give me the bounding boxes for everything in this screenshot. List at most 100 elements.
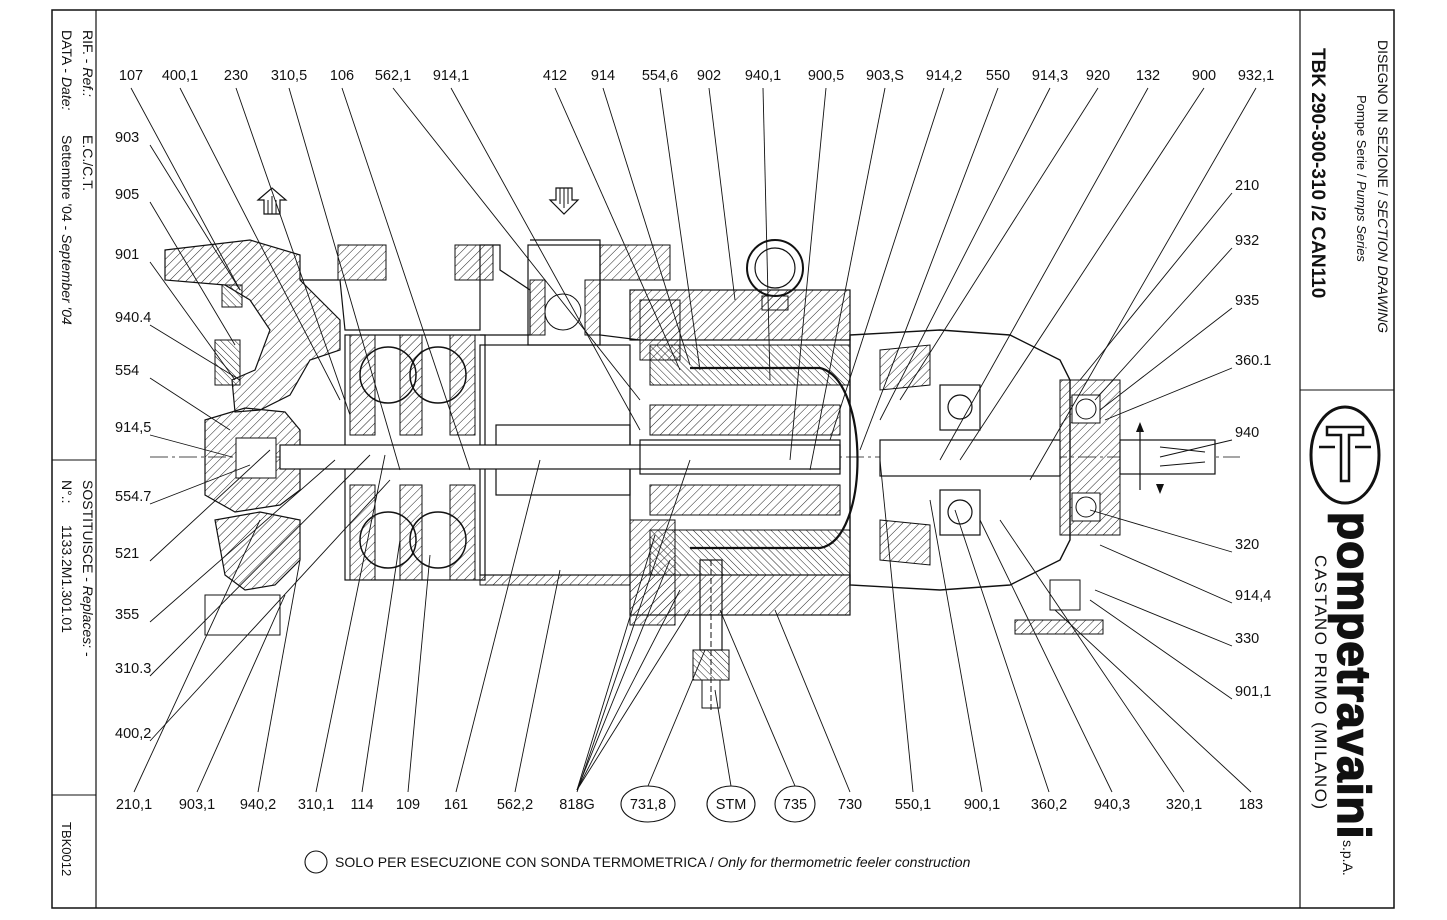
part-label-bottom: 360,2 xyxy=(1031,797,1067,813)
leader-line xyxy=(149,201,236,346)
leader-line xyxy=(315,454,386,793)
leader-line xyxy=(999,519,1185,793)
part-label-top: 902 xyxy=(697,68,721,84)
leader-line xyxy=(659,87,701,371)
company-logo xyxy=(1309,405,1381,505)
leader-line xyxy=(576,459,691,793)
leader-line xyxy=(149,261,236,381)
part-label-top: 107 xyxy=(119,68,143,84)
part-label-left: 521 xyxy=(115,546,139,562)
leader-line xyxy=(576,534,656,791)
part-label-top: 914,3 xyxy=(1032,68,1068,84)
leader-line xyxy=(257,559,301,793)
part-label-left: 903 xyxy=(115,130,139,146)
leader-line xyxy=(196,594,286,793)
magnetic-coupling xyxy=(629,289,859,626)
part-label-top: 132 xyxy=(1136,68,1160,84)
leader-line xyxy=(879,87,1051,421)
drawing-type: DISEGNO IN SEZIONE / SECTION DRAWING xyxy=(1375,40,1391,333)
leader-line xyxy=(361,539,401,793)
leader-line xyxy=(959,87,1205,461)
part-label-left: 940.4 xyxy=(115,310,151,326)
leader-line xyxy=(288,87,401,471)
leader-line xyxy=(1104,367,1233,421)
part-label-top: 230 xyxy=(224,68,248,84)
part-label-bottom: 940,3 xyxy=(1094,797,1130,813)
flow-arrow-icon xyxy=(548,187,580,215)
date-value: Settembre '04 - September '04 xyxy=(59,135,75,325)
leader-line xyxy=(708,87,736,301)
leader-line xyxy=(576,609,691,791)
leader-line xyxy=(879,459,914,793)
leader-line xyxy=(514,569,561,793)
leader-line xyxy=(392,87,641,401)
leader-line xyxy=(954,509,1050,793)
leader-line xyxy=(576,559,671,791)
part-label-top: 900,5 xyxy=(808,68,844,84)
leader-line xyxy=(1094,247,1233,401)
leader-line xyxy=(149,144,241,291)
circle-731-8 xyxy=(620,785,676,823)
leader-line xyxy=(149,479,391,742)
leader-line xyxy=(719,609,796,787)
leader-line xyxy=(554,87,681,371)
part-label-top: 914,2 xyxy=(926,68,962,84)
leader-line xyxy=(774,609,851,793)
leader-line xyxy=(602,87,691,366)
part-label-bottom: 183 xyxy=(1239,797,1263,813)
leader-line xyxy=(133,519,261,793)
part-label-right: 914,4 xyxy=(1235,588,1271,604)
flow-arrow-icon xyxy=(256,187,288,215)
part-label-top: 914,1 xyxy=(433,68,469,84)
leader-line xyxy=(130,87,241,291)
leader-line xyxy=(179,87,341,401)
replaces-label: SOSTITUISCE - Replaces: - xyxy=(80,480,96,657)
part-label-bottom: STM xyxy=(716,797,747,813)
leader-line xyxy=(149,464,251,505)
leader-line xyxy=(929,499,983,793)
leader-line xyxy=(407,554,431,793)
circle-stm xyxy=(706,785,756,823)
ref-label: RIF. - Ref.: xyxy=(80,30,96,97)
leader-line xyxy=(762,87,771,381)
part-label-bottom: 562,2 xyxy=(497,797,533,813)
part-label-left: 310.3 xyxy=(115,661,151,677)
impeller-stages xyxy=(344,334,486,581)
part-label-left: 400,2 xyxy=(115,726,151,742)
leader-line xyxy=(1094,589,1233,647)
part-label-right: 360.1 xyxy=(1235,353,1271,369)
leader-line xyxy=(859,87,999,451)
part-label-left: 355 xyxy=(115,607,139,623)
leader-line xyxy=(576,589,681,791)
part-label-top: 900 xyxy=(1192,68,1216,84)
part-label-left: 905 xyxy=(115,187,139,203)
leader-line xyxy=(1099,544,1233,604)
drawing-code: TBK0012 xyxy=(59,822,74,876)
leader-line xyxy=(1029,87,1257,481)
footnote-circle-icon xyxy=(304,850,328,874)
part-label-bottom: 550,1 xyxy=(895,797,931,813)
part-label-bottom: 210,1 xyxy=(116,797,152,813)
part-label-right: 940 xyxy=(1235,425,1259,441)
leader-line xyxy=(1079,192,1233,381)
leader-line xyxy=(809,87,886,471)
part-label-top: 554,6 xyxy=(642,68,678,84)
leader-line xyxy=(1054,609,1252,793)
leader-line xyxy=(1089,509,1233,553)
brand-name: pompetravaini xyxy=(1328,512,1380,839)
part-label-top: 903,S xyxy=(866,68,904,84)
part-label-right: 901,1 xyxy=(1235,684,1271,700)
leader-line xyxy=(939,87,1149,461)
part-label-top: 562,1 xyxy=(375,68,411,84)
part-label-bottom: 114 xyxy=(350,797,373,813)
date-label: DATA - Date: xyxy=(59,30,75,111)
leader-line xyxy=(450,87,641,431)
leader-line xyxy=(829,87,945,441)
part-label-bottom: 903,1 xyxy=(179,797,215,813)
circle-735 xyxy=(774,785,816,823)
part-label-right: 330 xyxy=(1235,631,1259,647)
part-label-top: 940,1 xyxy=(745,68,781,84)
series-label: Pompe Serie / Pumps Series xyxy=(1354,95,1369,262)
part-label-top: 932,1 xyxy=(1238,68,1274,84)
leader-line xyxy=(647,649,706,787)
